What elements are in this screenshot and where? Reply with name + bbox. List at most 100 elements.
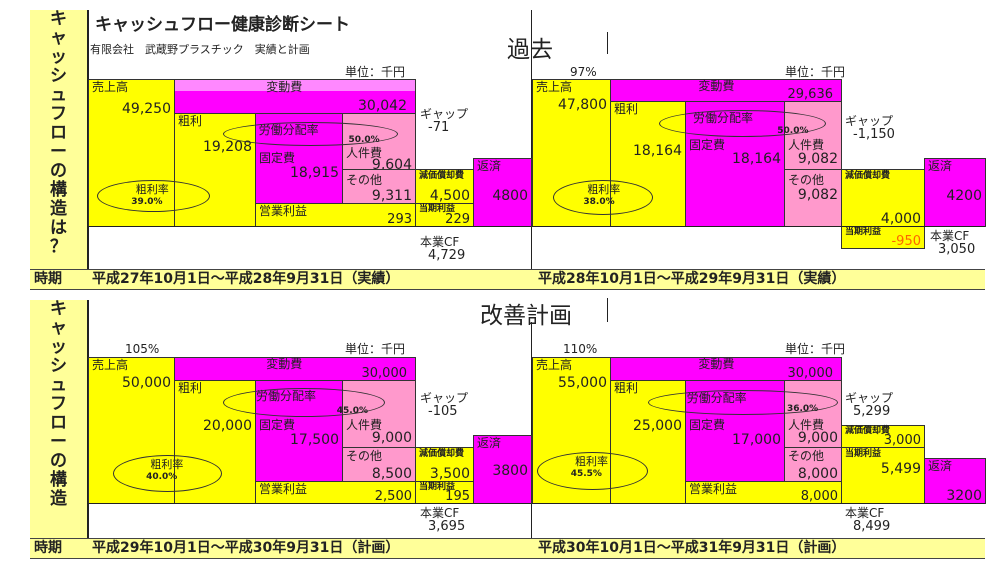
labor-share-label: 労働分配率 [693, 111, 754, 125]
other-value: 8,500 [371, 466, 412, 482]
other-label: その他 [346, 449, 383, 463]
period-row-top: 時期 平成27年10月1日～平成28年9月31日（実績） 平成28年10月1日～… [30, 269, 985, 290]
variable-cost-label: 変動費 [266, 357, 303, 371]
side-char: ？ [50, 237, 67, 257]
period-row-bottom: 時期 平成29年10月1日～平成30年9月31日（計画） 平成30年10月1日～… [30, 538, 985, 559]
sales-value: 49,250 [122, 101, 171, 117]
unit-label: 単位：千円 [785, 342, 846, 356]
gap-value: 5,299 [853, 404, 891, 419]
operating-profit-value: 8,000 [800, 489, 838, 504]
gross-profit-label: 粗利 [614, 102, 639, 116]
repayment-value: 3200 [946, 488, 982, 504]
personnel-label: 人件費 [346, 418, 383, 432]
period-2: 平成28年10月1日～平成29年9月31日（実績） [538, 271, 846, 287]
labor-share-value: 36.0% [786, 404, 819, 414]
panel-divider [531, 322, 532, 538]
side-char: シ [50, 66, 67, 86]
gross-margin-value: 45.5% [570, 469, 602, 479]
side-label-bottom: キャッシュフローの構造 [30, 300, 89, 538]
gross-profit-value: 19,208 [203, 139, 252, 155]
side-char: 造 [50, 489, 67, 509]
variable-cost-label: 変動費 [698, 357, 735, 371]
box-variable-cost: 変動費 30,042 [174, 79, 416, 114]
fixed-cost-value: 18,164 [732, 151, 781, 167]
operating-profit-label: 営業利益 [259, 482, 308, 496]
core-cf-value: 3,050 [938, 242, 976, 257]
net-profit-label: 当期利益 [845, 227, 882, 237]
personnel-value: 9,082 [797, 151, 838, 167]
section-plan-title: 改善計画 [480, 303, 572, 329]
side-char: は [50, 218, 67, 238]
repayment-label: 返済 [928, 459, 953, 473]
section-past-title: 過去 [507, 37, 553, 63]
period-key: 時期 [34, 271, 62, 287]
gap-value: -105 [428, 404, 458, 419]
sales-growth-pct: 97% [570, 65, 597, 79]
other-label: その他 [788, 173, 825, 187]
gap-label: ギャップ [845, 391, 894, 405]
baseline [88, 503, 531, 504]
baseline [532, 226, 985, 227]
sales-growth-pct: 105% [125, 342, 160, 356]
labor-share-label: 労働分配率 [258, 123, 319, 137]
variable-cost-value: 29,636 [787, 87, 834, 102]
unit-label: 単位：千円 [345, 342, 406, 356]
operating-profit-label: 営業利益 [259, 204, 308, 218]
labor-share-ellipse: 労働分配率 50.0% [223, 122, 398, 146]
personnel-label: 人件費 [788, 418, 825, 432]
variable-cost-label: 変動費 [266, 80, 303, 94]
labor-share-value: 50.0% [348, 135, 380, 145]
side-char: の [50, 161, 67, 181]
repayment-value: 4800 [492, 188, 528, 204]
repayment-label: 返済 [477, 436, 502, 450]
sales-label: 売上高 [92, 358, 129, 372]
variable-cost-value: 30,042 [358, 98, 407, 114]
gross-margin-value: 39.0% [131, 197, 163, 207]
gap-value: -71 [428, 120, 450, 135]
personnel-value: 9,000 [797, 430, 838, 446]
variable-cost-value: 30,000 [787, 366, 834, 381]
side-char: 造 [50, 199, 67, 219]
fixed-cost-label: 固定費 [259, 151, 296, 165]
gross-profit-label: 粗利 [614, 381, 639, 395]
repayment-label: 返済 [928, 159, 953, 173]
variable-cost-label: 変動費 [698, 79, 735, 93]
sales-value: 55,000 [558, 375, 607, 391]
fixed-cost-value: 17,000 [732, 432, 781, 448]
period-3: 平成29年10月1日～平成30年9月31日（計画） [92, 540, 400, 556]
box-repayment: 返済 3800 [473, 435, 532, 504]
repayment-value: 3800 [492, 463, 528, 479]
gap-label: ギャップ [420, 107, 469, 121]
other-value: 9,311 [371, 188, 412, 204]
side-char: ー [50, 432, 67, 452]
divider [607, 32, 608, 54]
labor-share-label: 労働分配率 [256, 389, 317, 403]
other-label: その他 [346, 173, 383, 187]
sales-value: 47,800 [558, 97, 607, 113]
depreciation-value: 3,500 [429, 466, 470, 482]
gap-label: ギャップ [420, 391, 469, 405]
gross-margin-label: 粗利率 [575, 455, 609, 468]
baseline [88, 226, 531, 227]
panel-divider [531, 10, 532, 269]
personnel-label: 人件費 [788, 138, 825, 152]
period-1: 平成27年10月1日～平成28年9月31日（実績） [92, 271, 400, 287]
net-profit-label: 当期利益 [419, 482, 456, 492]
fixed-cost-label: 固定費 [689, 418, 726, 432]
net-profit-value: -950 [891, 234, 921, 249]
gross-margin-value: 40.0% [146, 472, 178, 482]
depreciation-label: 減価償却費 [419, 449, 465, 459]
side-char: ッ [50, 337, 67, 357]
